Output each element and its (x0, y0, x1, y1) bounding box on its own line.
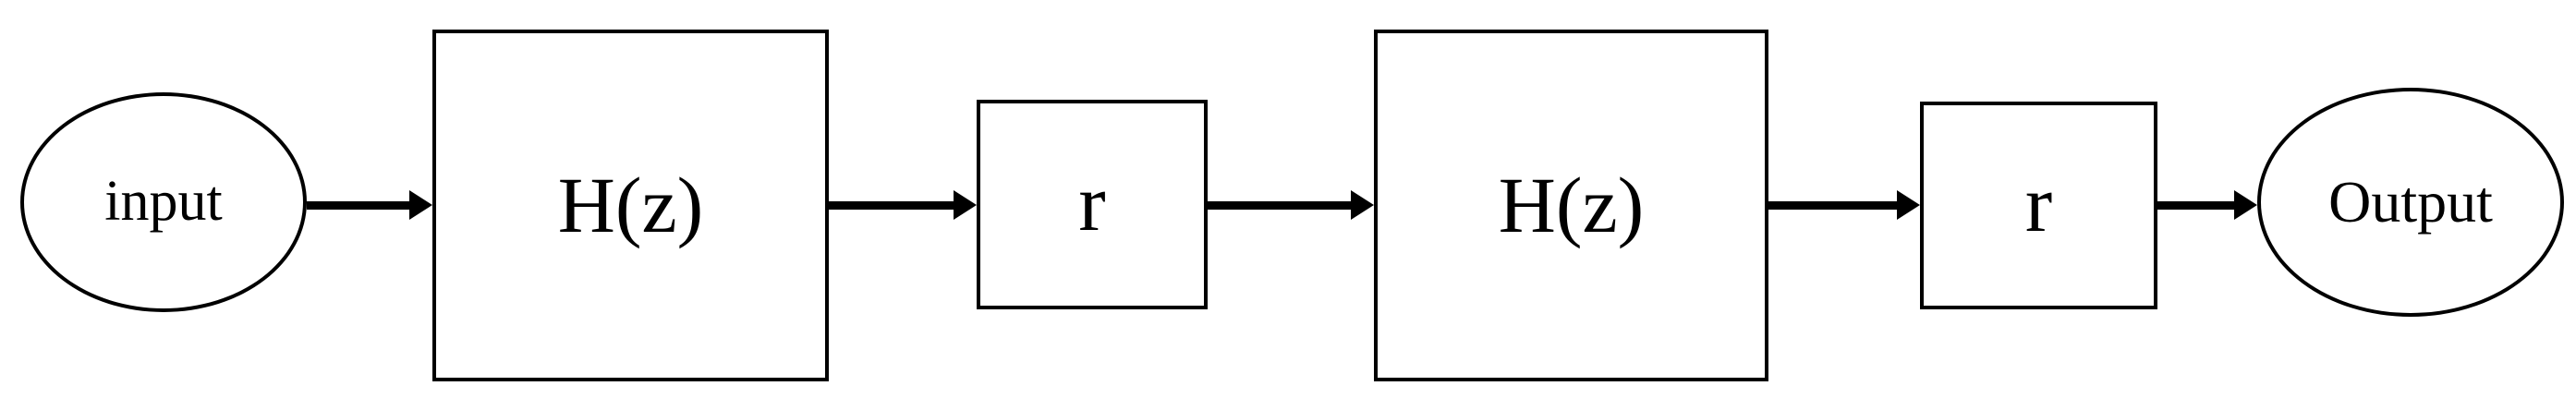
gain1-node: r (977, 100, 1208, 309)
output-node-label: Output (2328, 169, 2493, 235)
arrow-head-icon (2234, 190, 2257, 220)
arrow-shaft (1768, 201, 1898, 210)
gain1-node-label: r (1078, 159, 1106, 249)
arrow-head-icon (1897, 190, 1920, 220)
arrow-shaft (1208, 201, 1352, 210)
arrow-shaft (307, 201, 410, 210)
arrow-head-icon (954, 190, 977, 220)
arrow-shaft (829, 201, 954, 210)
output-node: Output (2257, 88, 2564, 317)
filter1-node-label: H(z) (557, 161, 704, 250)
input-node-label: input (104, 170, 223, 234)
arrow-filter1-to-gain1 (829, 190, 977, 221)
filter2-node: H(z) (1374, 30, 1768, 381)
arrow-filter2-to-gain2 (1768, 190, 1920, 221)
arrow-head-icon (409, 190, 432, 220)
gain2-node-label: r (2024, 160, 2053, 250)
filter2-node-label: H(z) (1498, 161, 1645, 250)
arrow-input-to-filter1 (307, 190, 432, 221)
arrow-gain1-to-filter2 (1208, 190, 1374, 221)
arrow-shaft (2157, 201, 2235, 210)
input-node: input (20, 92, 307, 312)
arrow-head-icon (1351, 190, 1374, 220)
gain2-node: r (1920, 102, 2157, 309)
arrow-gain2-to-output (2157, 190, 2257, 221)
filter1-node: H(z) (432, 30, 829, 381)
